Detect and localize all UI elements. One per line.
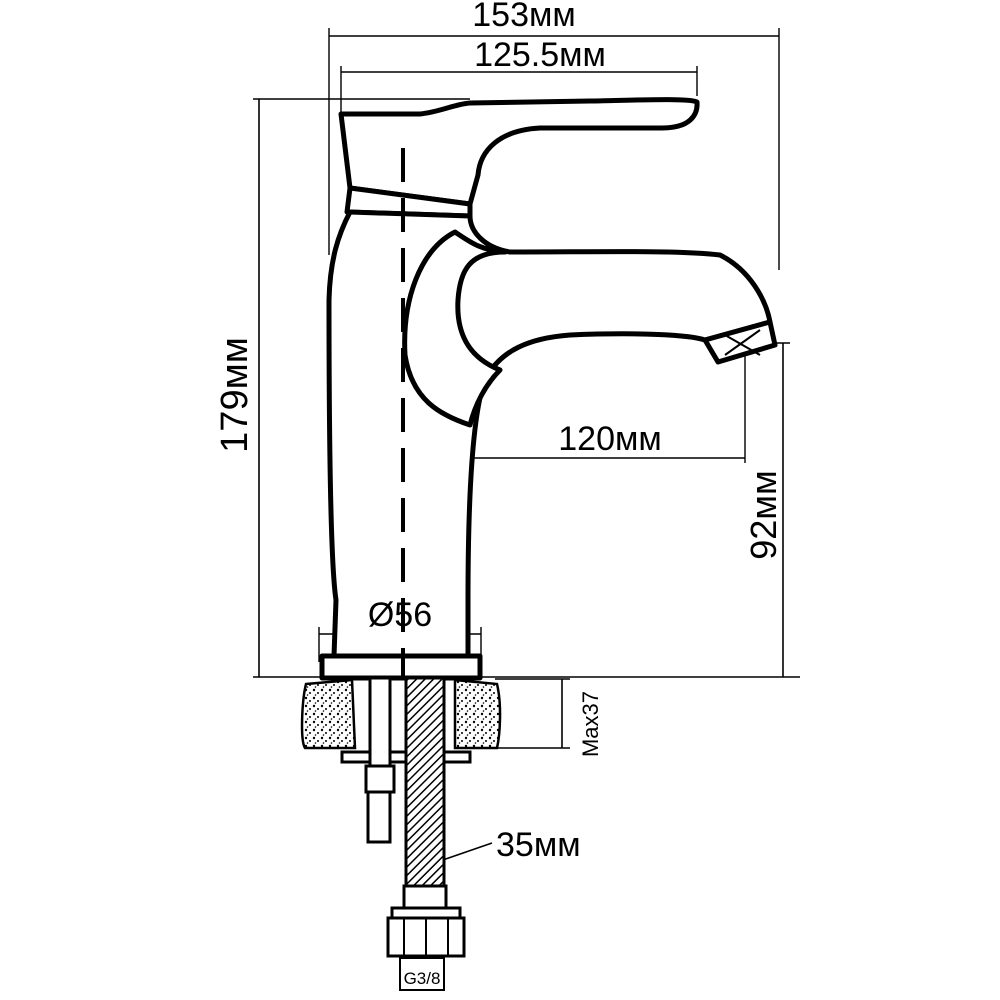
height-label: 179мм [214, 337, 256, 453]
faucet-column [326, 209, 773, 659]
hose-leader-line [436, 842, 493, 863]
mounting-stud [368, 676, 392, 768]
spout-inner [402, 229, 508, 428]
hose-ferrule [402, 884, 448, 910]
thread-label: G3/8 [404, 969, 441, 988]
handle-lever [338, 97, 700, 207]
handle-length-label: 125.5мм [474, 36, 606, 74]
stud-nut [364, 764, 396, 794]
connections [364, 676, 466, 991]
overall-width-label: 153мм [472, 0, 575, 34]
countertop-left [300, 678, 357, 750]
spout-height-label: 92мм [743, 470, 784, 560]
hose-length-label: 35мм [496, 826, 581, 864]
counter-thickness-label: Max37 [578, 691, 603, 757]
thread-label-box [399, 957, 445, 991]
countertop [300, 678, 502, 764]
base-diameter-label: Ø56 [368, 596, 432, 634]
stud-end [366, 790, 392, 844]
braided-hose [404, 676, 446, 888]
countertop-right [453, 678, 502, 750]
spout-reach-label: 120мм [558, 420, 661, 458]
faucet-body [319, 97, 778, 681]
